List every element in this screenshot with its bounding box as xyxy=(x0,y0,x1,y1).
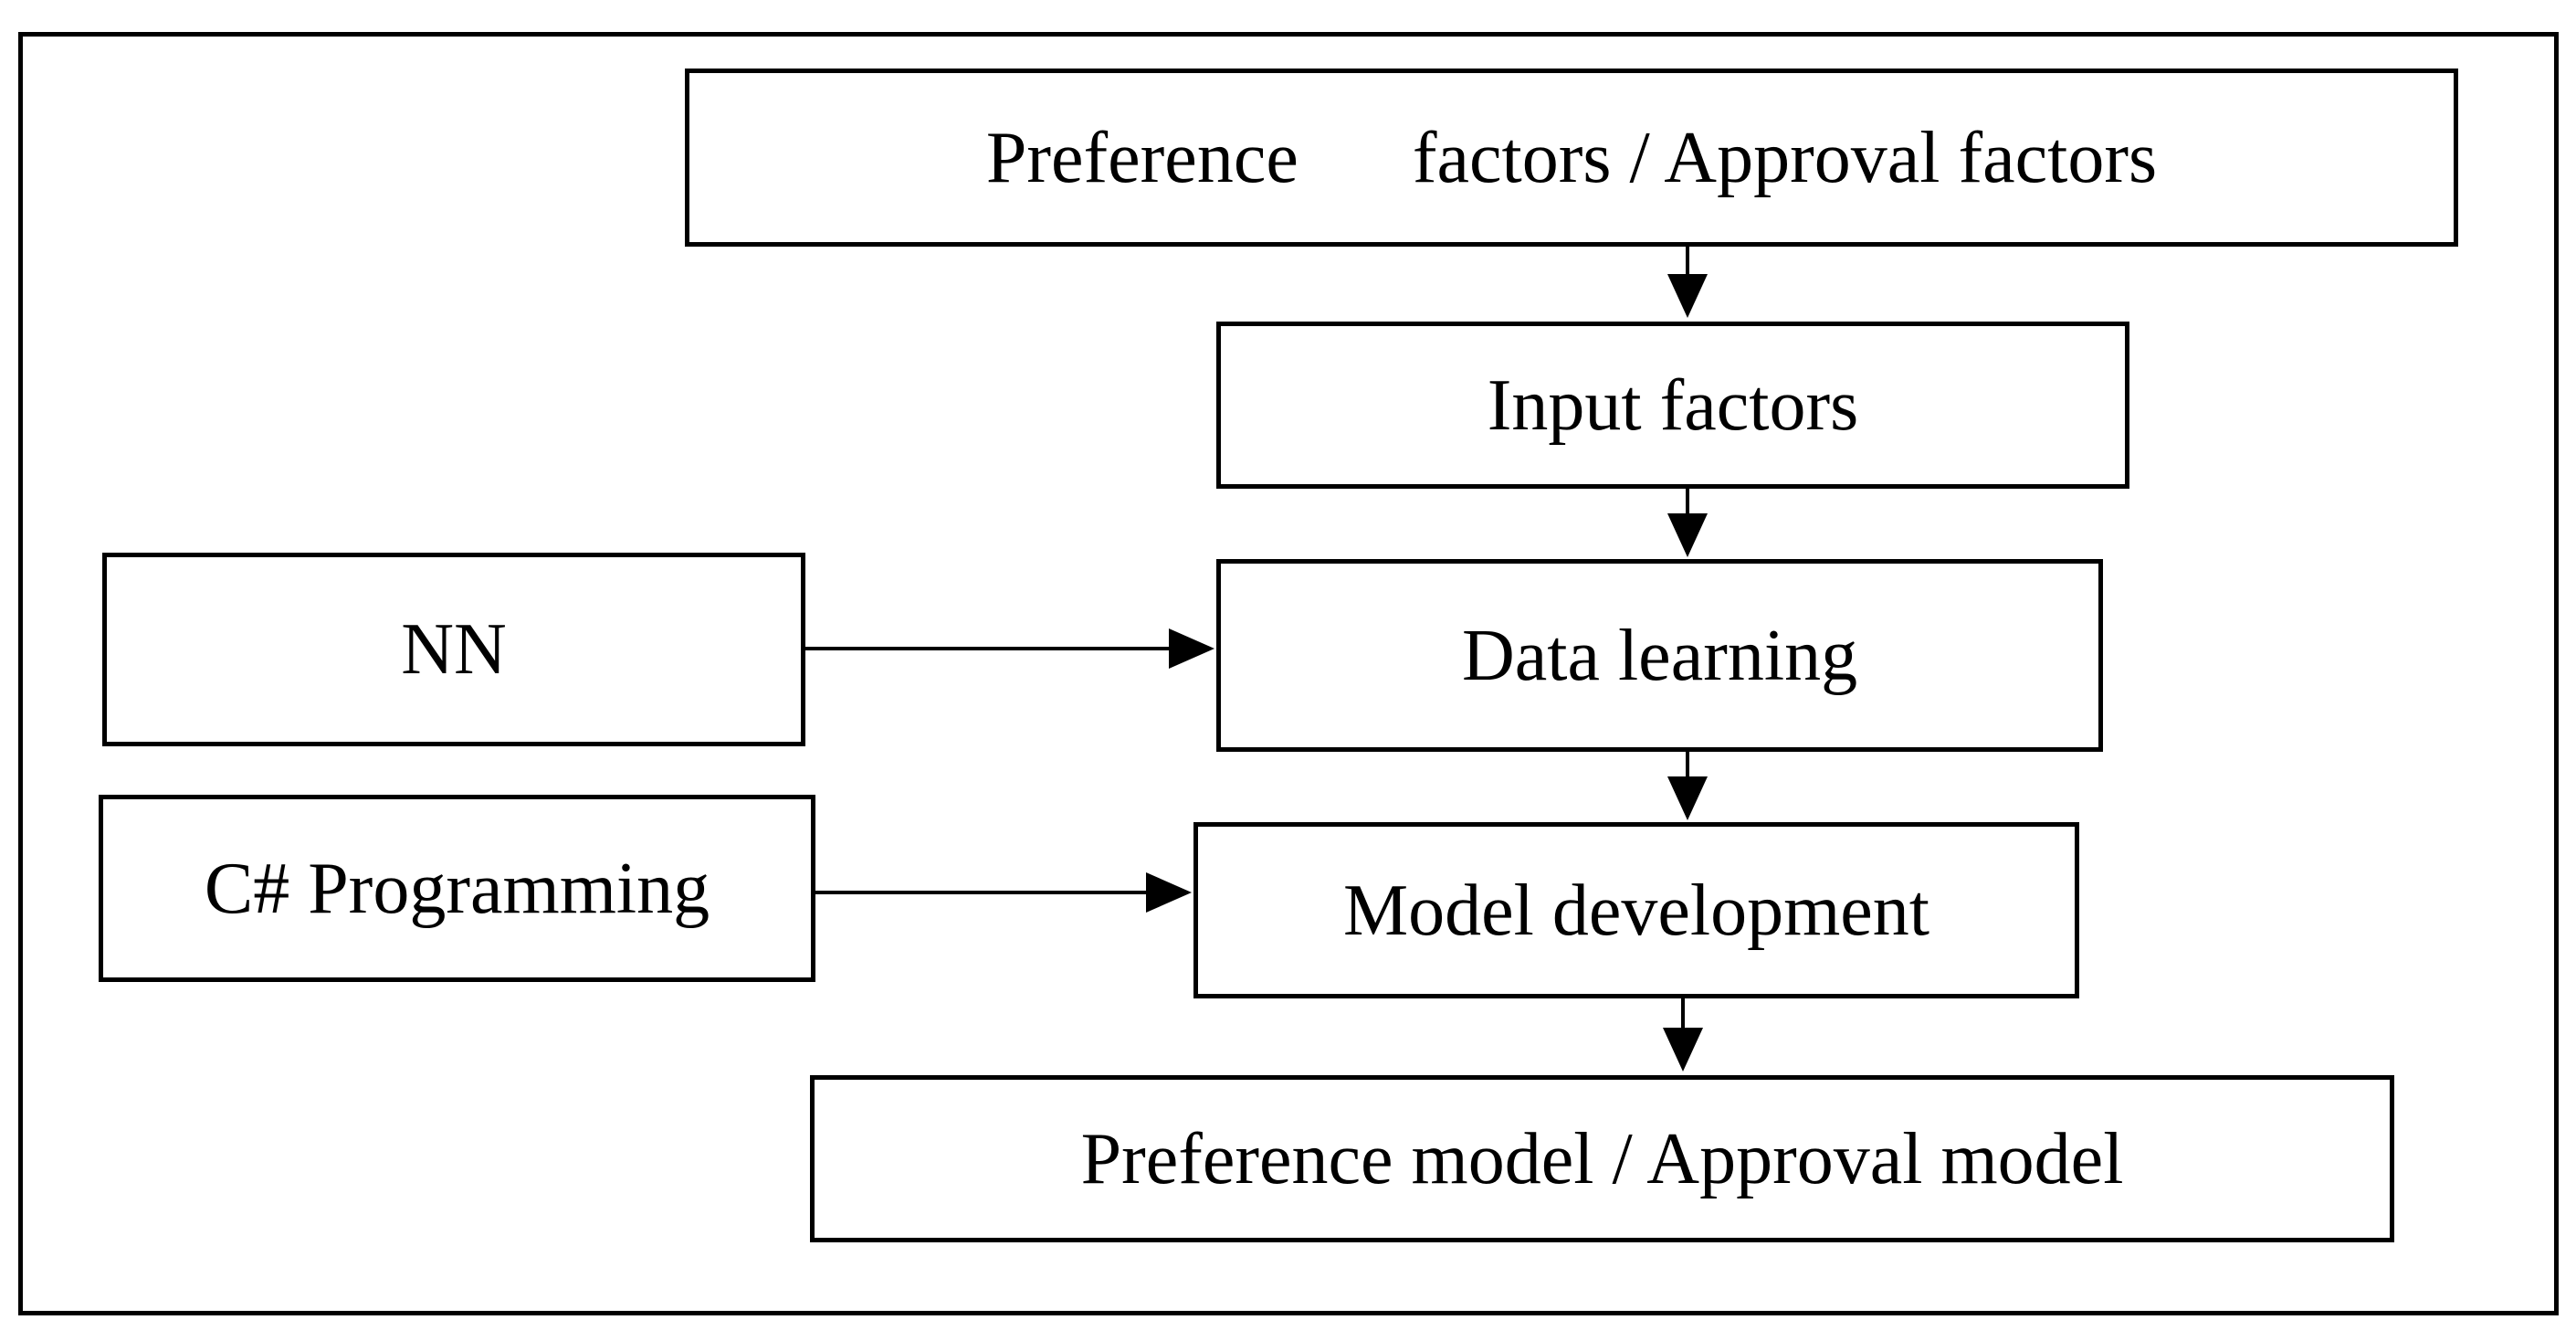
node-model-development: Model development xyxy=(1193,822,2079,998)
node-data-learning: Data learning xyxy=(1216,559,2103,752)
node-preference-factors-label-part1: Preference xyxy=(985,117,1299,198)
node-csharp-programming: C# Programming xyxy=(99,795,815,982)
node-preference-model: Preference model / Approval model xyxy=(810,1075,2394,1242)
node-data-learning-label: Data learning xyxy=(1461,615,1858,696)
node-input-factors: Input factors xyxy=(1216,322,2129,489)
node-preference-factors-label-part2: factors / Approval factors xyxy=(1412,117,2158,198)
node-csharp-programming-label: C# Programming xyxy=(204,848,710,929)
node-nn-label: NN xyxy=(401,609,507,690)
node-preference-model-label: Preference model / Approval model xyxy=(1080,1118,2124,1199)
node-input-factors-label: Input factors xyxy=(1487,364,1859,446)
diagram-frame xyxy=(18,32,2559,1315)
node-preference-factors: Preference factors / Approval factors xyxy=(685,69,2458,247)
node-nn: NN xyxy=(102,553,805,746)
node-model-development-label: Model development xyxy=(1342,870,1930,951)
